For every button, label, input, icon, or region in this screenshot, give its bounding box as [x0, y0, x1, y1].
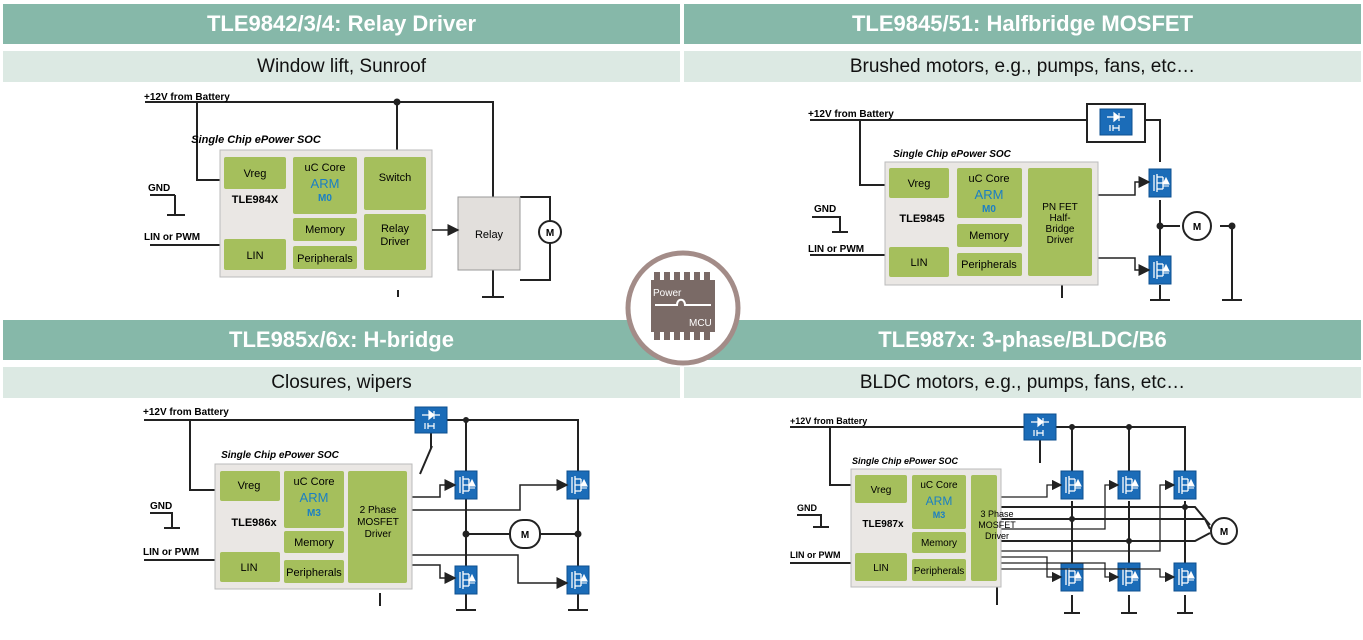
svg-text:Memory: Memory: [921, 538, 957, 549]
svg-text:Peripherals: Peripherals: [297, 253, 353, 265]
svg-text:Memory: Memory: [969, 230, 1009, 242]
svg-text:TLE984X: TLE984X: [232, 194, 279, 206]
svg-text:M: M: [1193, 222, 1201, 233]
relay-driver-diagram: Relay M Single Chip ePower SOC +12V from…: [144, 92, 562, 298]
svg-text:Single Chip ePower SOC: Single Chip ePower SOC: [221, 450, 340, 461]
svg-text:uC Core: uC Core: [305, 162, 346, 174]
svg-text:Driver: Driver: [365, 529, 392, 540]
svg-text:Bridge: Bridge: [1046, 224, 1075, 235]
svg-text:Memory: Memory: [294, 537, 334, 549]
subheader-relay-driver: Window lift, Sunroof: [3, 51, 680, 82]
svg-text:PN FET: PN FET: [1042, 202, 1078, 213]
svg-text:Vreg: Vreg: [244, 168, 267, 180]
svg-text:M: M: [521, 530, 529, 541]
subheader-3phase: BLDC motors, e.g., pumps, fans, etc…: [684, 367, 1361, 398]
svg-text:M: M: [1220, 527, 1228, 538]
peripherals-block: [293, 246, 357, 269]
h-bridge-diagram: M Single Chip ePower SOC +12V from Batte…: [143, 406, 590, 611]
svg-text:LIN: LIN: [240, 562, 257, 574]
relay-block: Relay: [475, 229, 504, 241]
svg-text:GND: GND: [148, 183, 170, 194]
header-h-bridge: TLE985x/6x: H-bridge: [3, 320, 680, 360]
svg-text:ARM: ARM: [975, 187, 1004, 202]
svg-text:Peripherals: Peripherals: [961, 259, 1017, 271]
svg-text:M0: M0: [318, 193, 332, 204]
svg-text:Relay: Relay: [475, 229, 504, 241]
svg-text:TLE9845: TLE9845: [899, 213, 944, 225]
svg-text:2 Phase: 2 Phase: [360, 505, 397, 516]
subheader-h-bridge: Closures, wipers: [3, 367, 680, 398]
svg-text:Single Chip ePower SOC: Single Chip ePower SOC: [893, 149, 1012, 160]
svg-text:MOSFET: MOSFET: [978, 520, 1016, 530]
svg-text:Vreg: Vreg: [238, 480, 261, 492]
svg-text:LIN: LIN: [873, 563, 889, 574]
svg-text:MOSFET: MOSFET: [357, 517, 399, 528]
subheader-halfbridge: Brushed motors, e.g., pumps, fans, etc…: [684, 51, 1361, 82]
svg-text:Peripherals: Peripherals: [914, 566, 965, 577]
switch-block: [364, 157, 426, 210]
svg-text:M3: M3: [933, 510, 946, 520]
lin-block: [224, 239, 286, 270]
svg-text:ARM: ARM: [300, 490, 329, 505]
memory-block: [293, 218, 357, 241]
svg-text:LIN or PWM: LIN or PWM: [790, 550, 841, 560]
svg-text:LIN: LIN: [246, 250, 263, 262]
svg-text:LIN: LIN: [910, 257, 927, 269]
svg-text:GND: GND: [814, 204, 836, 215]
svg-text:Half-: Half-: [1049, 213, 1070, 224]
svg-text:Vreg: Vreg: [871, 485, 892, 496]
svg-text:MCU: MCU: [689, 318, 712, 329]
svg-text:Peripherals: Peripherals: [286, 567, 342, 579]
svg-text:Driver: Driver: [985, 531, 1009, 541]
svg-text:uC Core: uC Core: [920, 480, 958, 491]
three-phase-diagram: M Single Chip ePower SOC +12V from Batte…: [790, 413, 1238, 614]
svg-text:+12V from Battery: +12V from Battery: [790, 416, 867, 426]
svg-text:LIN or PWM: LIN or PWM: [808, 244, 864, 255]
header-relay-driver: TLE9842/3/4: Relay Driver: [3, 4, 680, 44]
svg-text:+12V from Battery: +12V from Battery: [808, 109, 894, 120]
svg-text:TLE987x: TLE987x: [862, 519, 904, 530]
svg-text:Driver: Driver: [380, 236, 410, 248]
svg-text:Single Chip ePower SOC: Single Chip ePower SOC: [852, 456, 959, 466]
svg-text:Vreg: Vreg: [908, 178, 931, 190]
svg-text:ARM: ARM: [311, 176, 340, 191]
svg-text:Relay: Relay: [381, 223, 410, 235]
svg-text:M: M: [546, 228, 554, 239]
svg-text:Power: Power: [653, 288, 682, 299]
svg-text:Memory: Memory: [305, 224, 345, 236]
svg-text:TLE986x: TLE986x: [231, 517, 277, 529]
svg-text:Single Chip ePower SOC: Single Chip ePower SOC: [191, 134, 322, 146]
svg-text:M0: M0: [982, 204, 996, 215]
svg-text:GND: GND: [797, 503, 818, 513]
header-halfbridge: TLE9845/51: Halfbridge MOSFET: [684, 4, 1361, 44]
power-mcu-logo: Power MCU: [625, 250, 741, 366]
header-3phase: TLE987x: 3-phase/BLDC/B6: [684, 320, 1361, 360]
svg-text:+12V from Battery: +12V from Battery: [144, 92, 230, 103]
svg-text:LIN or PWM: LIN or PWM: [143, 547, 199, 558]
svg-text:+12V from Battery: +12V from Battery: [143, 407, 229, 418]
svg-text:Driver: Driver: [1047, 235, 1074, 246]
relay-driver-block: [364, 214, 426, 270]
svg-text:uC Core: uC Core: [294, 476, 335, 488]
svg-text:M3: M3: [307, 508, 321, 519]
svg-text:uC Core: uC Core: [969, 173, 1010, 185]
uc-core-block: [293, 157, 357, 214]
svg-text:3 Phase: 3 Phase: [980, 509, 1013, 519]
halfbridge-diagram: M Single Chip ePower SOC +12V from Batte…: [808, 103, 1242, 301]
svg-text:GND: GND: [150, 501, 172, 512]
svg-text:Switch: Switch: [379, 172, 411, 184]
svg-text:ARM: ARM: [926, 494, 953, 508]
vreg-block: [224, 157, 286, 189]
svg-text:LIN or PWM: LIN or PWM: [144, 232, 200, 243]
